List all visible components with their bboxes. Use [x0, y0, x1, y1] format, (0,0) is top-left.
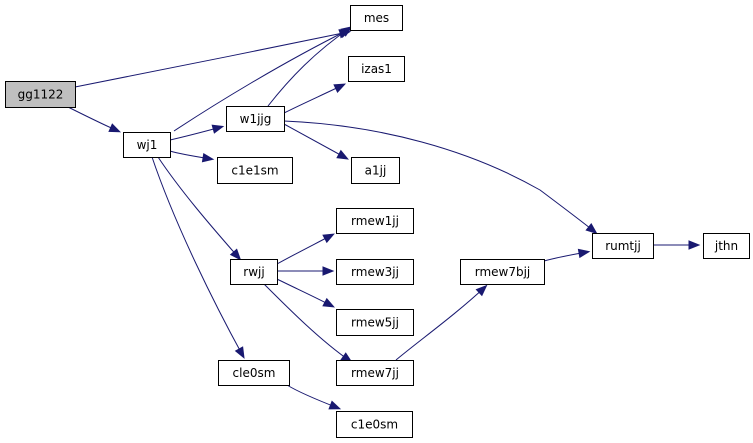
arrowhead-icon [229, 248, 242, 261]
node-box [336, 259, 414, 285]
edge-line [263, 283, 351, 362]
edge-line [157, 156, 240, 259]
node-rumtjj[interactable]: rumtjj [592, 233, 654, 259]
edge-w1jjg-to-mes [267, 26, 353, 107]
node-label: rumtjj [605, 239, 641, 253]
node-w1jjg[interactable]: w1jjg [226, 106, 285, 132]
node-box [5, 81, 76, 108]
edge-line [395, 286, 486, 361]
node-label: gg1122 [18, 88, 64, 102]
node-c1e0sm[interactable]: c1e0sm [336, 411, 413, 438]
arrowhead-icon [322, 233, 335, 244]
node-izas1[interactable]: izas1 [348, 56, 405, 82]
node-box [218, 360, 290, 386]
node-label: w1jjg [240, 112, 272, 126]
node-box [460, 259, 545, 285]
node-box [336, 411, 413, 438]
arrowhead-icon [340, 26, 353, 37]
node-rmew7bjj[interactable]: rmew7bjj [460, 259, 545, 285]
node-label: mes [364, 11, 389, 25]
arrowhead-icon [577, 248, 591, 259]
node-label: rmew7bjj [475, 265, 531, 279]
node-rmew7jj[interactable]: rmew7jj [336, 360, 414, 386]
node-label: rmew5jj [351, 316, 399, 330]
edges-layer [67, 26, 701, 410]
edge-line [74, 31, 349, 88]
edge-line [276, 278, 333, 307]
node-box [123, 132, 171, 158]
edge-rumtjj-to-jthn [653, 240, 701, 250]
edge-wj1-to-c1e1sm [169, 150, 215, 163]
node-rmew3jj[interactable]: rmew3jj [336, 259, 414, 285]
edge-rwjj-to-rmew5jj [276, 278, 335, 308]
edge-wj1-to-w1jjg [169, 124, 225, 141]
edge-w1jjg-to-a1jj [283, 123, 349, 160]
node-gg1122[interactable]: gg1122 [5, 81, 76, 108]
edge-gg1122-to-mes [74, 29, 352, 88]
edge-wj1-to-rwjj [157, 156, 242, 261]
edge-cle0sm-to-c1e0sm [286, 384, 342, 410]
edge-w1jjg-to-rumtjj [283, 120, 598, 235]
arrowhead-icon [322, 297, 335, 308]
node-box [703, 233, 750, 259]
arrowhead-icon [322, 266, 335, 276]
node-label: a1jj [365, 164, 387, 178]
edge-line [151, 156, 244, 357]
edge-rwjj-to-rmew3jj [276, 266, 335, 276]
edge-line [276, 234, 333, 265]
edge-line [173, 29, 349, 132]
arrowhead-icon [475, 284, 488, 297]
node-rwjj[interactable]: rwjj [230, 259, 278, 285]
node-cle0sm[interactable]: cle0sm [218, 360, 290, 386]
node-mes[interactable]: mes [350, 5, 403, 31]
arrowhead-icon [333, 83, 347, 93]
node-label: izas1 [361, 62, 392, 76]
node-label: c1e0sm [351, 418, 398, 432]
node-a1jj[interactable]: a1jj [351, 157, 400, 184]
node-box [226, 106, 285, 132]
node-box [230, 259, 278, 285]
node-label: rmew1jj [351, 214, 399, 228]
node-box [336, 309, 414, 336]
node-label: jthn [714, 239, 738, 253]
node-box [336, 360, 414, 386]
node-c1e1sm[interactable]: c1e1sm [217, 157, 293, 184]
edge-gg1122-to-wj1 [67, 106, 122, 133]
node-label: rmew7jj [351, 366, 399, 380]
node-box [350, 5, 403, 31]
edge-line [283, 120, 596, 233]
node-box [336, 208, 414, 234]
node-label: c1e1sm [231, 164, 278, 178]
arrowhead-icon [234, 346, 245, 359]
arrowhead-icon [328, 400, 342, 410]
edge-line [267, 27, 351, 107]
node-wj1[interactable]: wj1 [123, 132, 171, 158]
edge-line [283, 84, 344, 114]
node-label: cle0sm [233, 366, 276, 380]
arrowhead-icon [108, 123, 122, 133]
arrowhead-icon [201, 152, 215, 163]
node-label: rwjj [243, 265, 264, 279]
node-box [217, 157, 293, 184]
node-label: rmew3jj [351, 265, 399, 279]
node-box [351, 157, 400, 184]
edge-w1jjg-to-izas1 [283, 83, 347, 114]
arrowhead-icon [211, 124, 225, 134]
node-box [592, 233, 654, 259]
node-box [348, 56, 405, 82]
node-label: wj1 [137, 138, 158, 152]
edge-line [283, 123, 347, 159]
node-rmew5jj[interactable]: rmew5jj [336, 309, 414, 336]
edge-wj1-to-cle0sm [151, 156, 245, 359]
arrowhead-icon [688, 240, 701, 250]
arrowhead-icon [336, 149, 349, 160]
edge-rmew7bjj-to-rumtjj [543, 248, 591, 262]
nodes-layer: gg1122 mes wj1 w1jjg izas1 c1e1sm a1jj rmew1jj r… [5, 5, 750, 438]
node-jthn[interactable]: jthn [703, 233, 750, 259]
edge-rwjj-to-rmew1jj [276, 233, 335, 265]
arrowhead-icon [585, 222, 598, 235]
node-rmew1jj[interactable]: rmew1jj [336, 208, 414, 234]
edge-rmew7jj-to-rmew7bjj [395, 284, 488, 361]
